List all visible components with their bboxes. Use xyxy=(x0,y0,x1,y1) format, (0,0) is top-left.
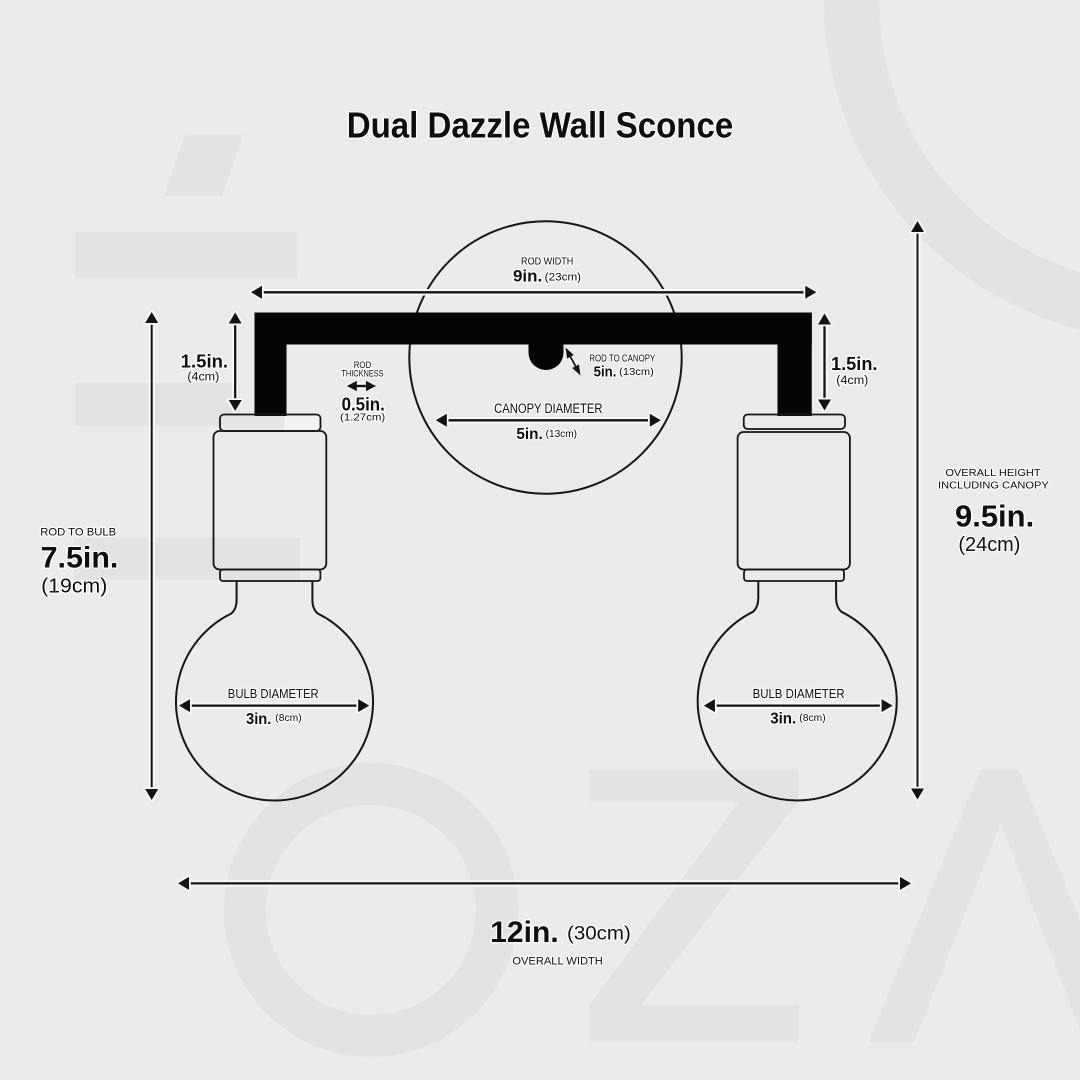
svg-text:9in.: 9in. xyxy=(513,268,542,286)
svg-text:5in.: 5in. xyxy=(594,364,617,381)
svg-text:12in.: 12in. xyxy=(490,916,559,949)
svg-text:9.5in.: 9.5in. xyxy=(955,499,1034,534)
svg-text:OVERALL HEIGHT: OVERALL HEIGHT xyxy=(945,467,1041,479)
svg-text:(8cm): (8cm) xyxy=(799,713,825,724)
svg-text:3in.: 3in. xyxy=(246,711,271,728)
svg-text:OVERALL WIDTH: OVERALL WIDTH xyxy=(512,955,603,967)
svg-text:(19cm): (19cm) xyxy=(41,576,107,598)
svg-text:ROD TO BULB: ROD TO BULB xyxy=(40,526,116,538)
svg-text:THICKNESS: THICKNESS xyxy=(341,368,383,378)
svg-text:(13cm): (13cm) xyxy=(546,428,577,440)
svg-text:7.5in.: 7.5in. xyxy=(41,542,119,575)
svg-text:(8cm): (8cm) xyxy=(275,713,301,724)
svg-text:(24cm): (24cm) xyxy=(958,534,1020,556)
svg-text:(4cm): (4cm) xyxy=(836,375,868,387)
svg-text:(4cm): (4cm) xyxy=(187,372,219,384)
svg-text:(13cm): (13cm) xyxy=(619,366,654,378)
svg-text:BULB DIAMETER: BULB DIAMETER xyxy=(228,687,319,701)
svg-text:ROD TO CANOPY: ROD TO CANOPY xyxy=(589,353,655,364)
svg-text:1.5in.: 1.5in. xyxy=(181,351,228,371)
svg-text:Dual Dazzle Wall Sconce: Dual Dazzle Wall Sconce xyxy=(347,105,734,146)
svg-text:1.5in.: 1.5in. xyxy=(831,354,878,374)
svg-text:0.5in.: 0.5in. xyxy=(342,394,385,415)
svg-text:(30cm): (30cm) xyxy=(567,924,631,945)
svg-text:5in.: 5in. xyxy=(516,426,542,443)
svg-text:(23cm): (23cm) xyxy=(545,272,581,284)
svg-text:BULB DIAMETER: BULB DIAMETER xyxy=(753,687,845,701)
svg-text:(1.27cm): (1.27cm) xyxy=(340,413,385,424)
svg-text:ROD: ROD xyxy=(354,360,372,370)
svg-text:3in.: 3in. xyxy=(770,710,796,727)
svg-text:INCLUDING CANOPY: INCLUDING CANOPY xyxy=(938,479,1049,491)
svg-text:ROD WIDTH: ROD WIDTH xyxy=(521,256,573,267)
svg-text:CANOPY DIAMETER: CANOPY DIAMETER xyxy=(494,401,603,416)
